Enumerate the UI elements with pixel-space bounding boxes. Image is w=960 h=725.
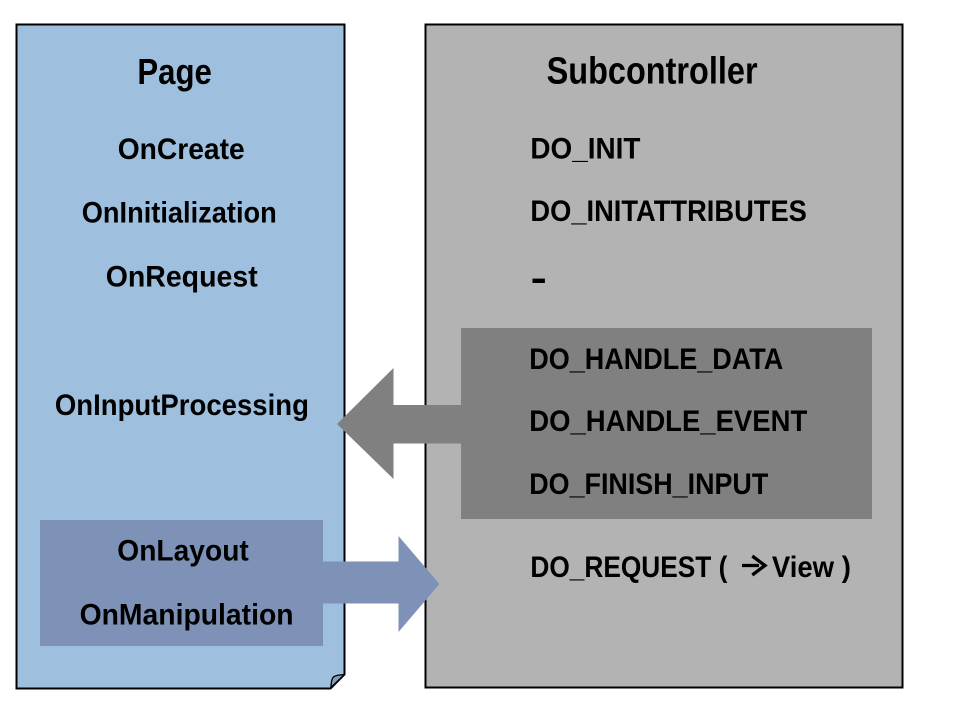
svg-text:DO_HANDLE_DATA: DO_HANDLE_DATA: [529, 343, 783, 376]
svg-text:OnInputProcessing: OnInputProcessing: [55, 389, 309, 422]
svg-text:OnInitialization: OnInitialization: [82, 197, 277, 230]
svg-text:DO_HANDLE_EVENT: DO_HANDLE_EVENT: [529, 405, 807, 438]
svg-text:OnLayout: OnLayout: [117, 534, 249, 567]
svg-text:OnRequest: OnRequest: [106, 260, 258, 293]
svg-text:OnManipulation: OnManipulation: [80, 598, 294, 631]
svg-text:View ): View ): [772, 551, 851, 584]
svg-text:Page: Page: [137, 51, 212, 92]
svg-text:DO_REQUEST (: DO_REQUEST (: [530, 551, 727, 584]
svg-text:DO_INITATTRIBUTES: DO_INITATTRIBUTES: [530, 195, 807, 228]
svg-text:DO_FINISH_INPUT: DO_FINISH_INPUT: [529, 468, 768, 501]
svg-text:OnCreate: OnCreate: [118, 133, 245, 166]
svg-text:Subcontroller: Subcontroller: [547, 50, 758, 92]
svg-text:DO_INIT: DO_INIT: [530, 133, 640, 166]
